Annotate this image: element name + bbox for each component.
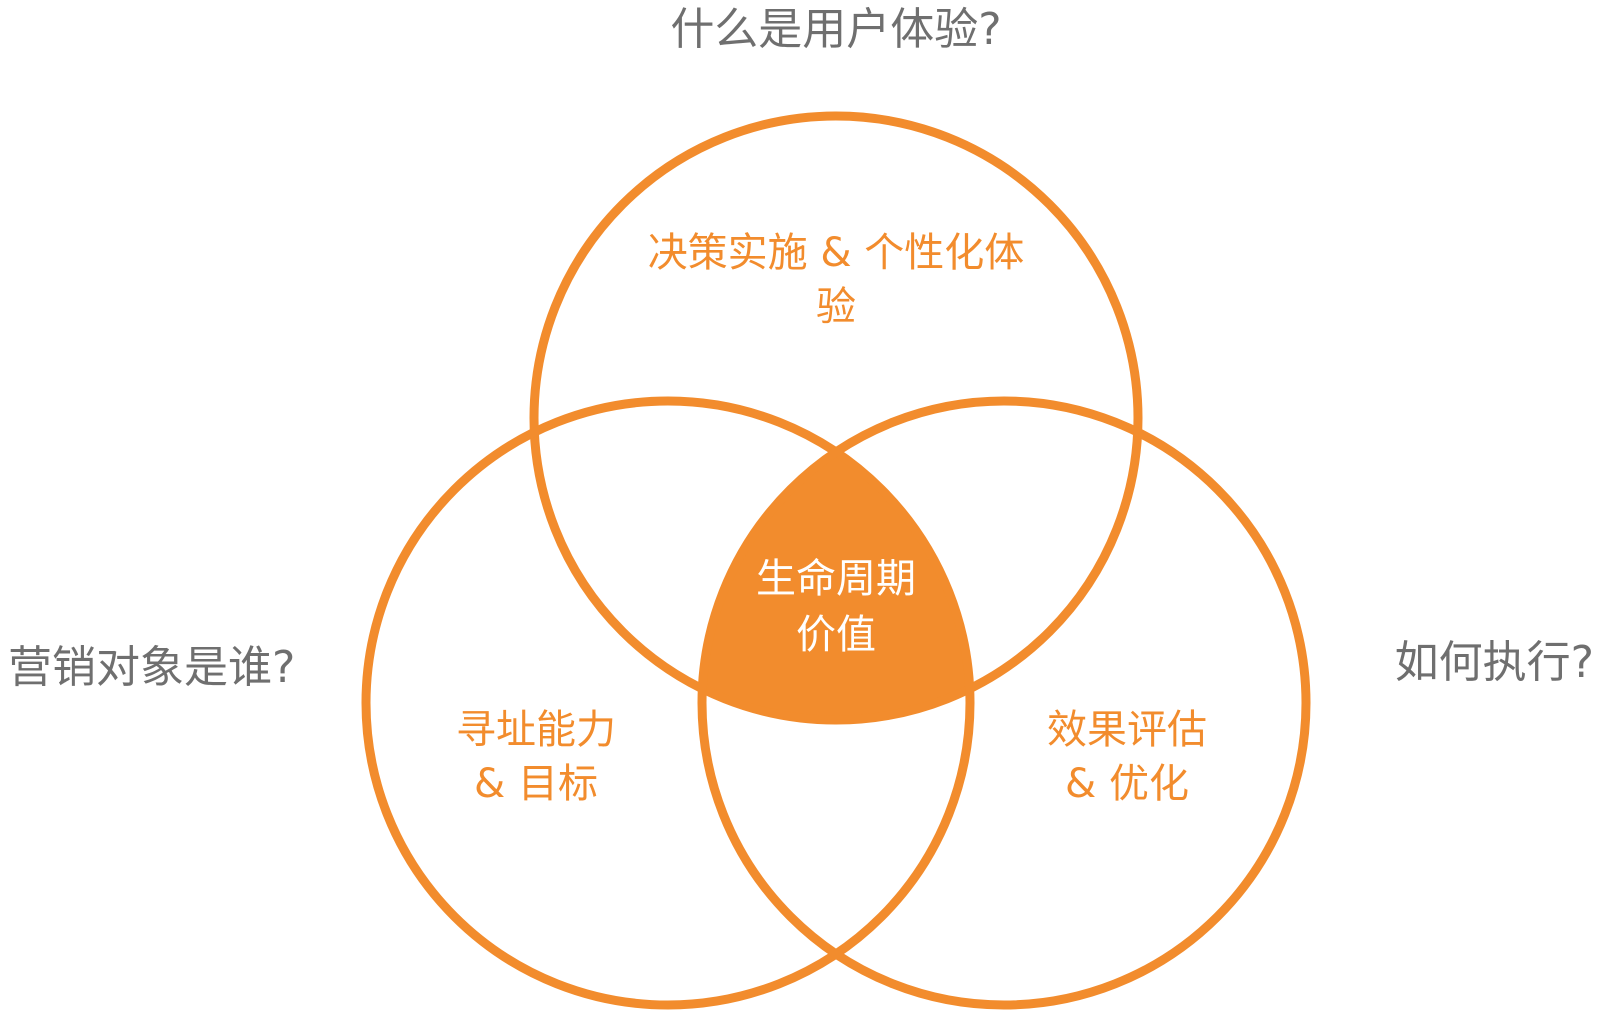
circle-right [697,396,1311,1010]
circle-top [529,111,1143,725]
circle-top-label-line1: 决策实施 & 个性化体 [648,230,1025,276]
question-right: 如何执行? [1395,637,1594,688]
center-intersection-fill [702,401,970,720]
circle-left-label-line2: & 目标 [474,761,598,807]
circle-top-label-line2: 验 [816,284,856,330]
center-label-line1: 生命周期 [756,556,916,602]
question-left: 营销对象是谁? [8,642,295,693]
center-label-line2: 价值 [796,612,876,658]
circle-right-label-line1: 效果评估 [1047,707,1207,753]
circle-left-label-line1: 寻址能力 [456,707,616,753]
circle-right-label-line2: & 优化 [1065,761,1189,807]
circle-left [361,396,975,1010]
question-top: 什么是用户体验? [670,4,1001,55]
